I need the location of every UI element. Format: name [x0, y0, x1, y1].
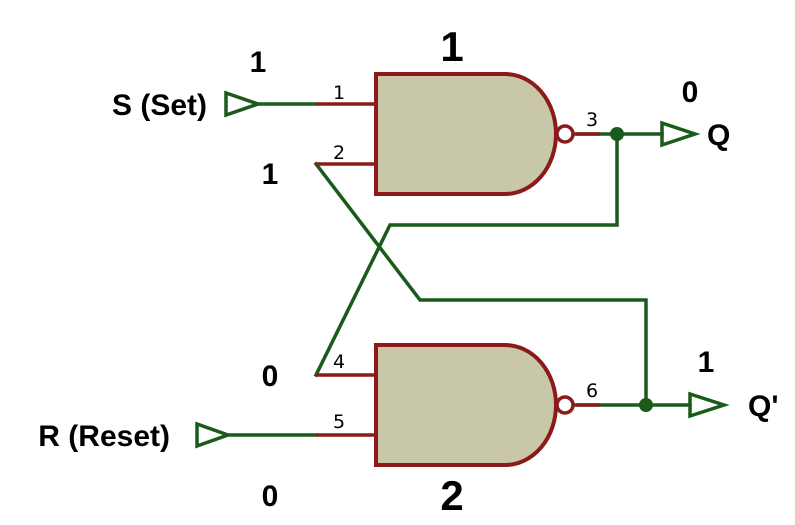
set-input-label: S (Set) — [112, 89, 207, 122]
q-output-value: 0 — [682, 76, 699, 109]
q-output-terminal — [660, 120, 701, 148]
set-input-terminal — [224, 90, 264, 118]
reset-input-value: 0 — [262, 480, 279, 513]
set-input-value: 1 — [250, 46, 267, 79]
q-output-label: Q — [707, 119, 730, 152]
qbar-output-terminal — [688, 391, 730, 419]
gate-1-number: 1 — [440, 23, 463, 70]
pin-number-5: 5 — [333, 411, 345, 433]
qbar-output-value: 1 — [698, 346, 715, 379]
junction-dot-q — [610, 127, 624, 141]
pin-number-3: 3 — [586, 109, 598, 131]
pin-number-6: 6 — [586, 380, 598, 402]
nand-gate-2 — [374, 343, 558, 467]
pin-number-4: 4 — [333, 351, 345, 373]
gate-2-number: 2 — [440, 472, 463, 519]
wire-feedback-q — [313, 132, 619, 378]
gate2-pin4-value: 0 — [262, 360, 279, 393]
gate1-pin2-value: 1 — [262, 158, 279, 191]
gate2-inversion-bubble — [555, 395, 575, 415]
wire-feedback-qbar — [313, 161, 648, 407]
gate1-inversion-bubble — [555, 124, 575, 144]
qbar-output-label: Q' — [748, 390, 778, 423]
reset-input-terminal — [195, 421, 234, 449]
pin-number-1: 1 — [333, 82, 345, 104]
pin-number-2: 2 — [333, 142, 345, 164]
reset-input-label: R (Reset) — [38, 420, 170, 453]
junction-dot-qbar — [639, 398, 653, 412]
nand-gate-1 — [374, 72, 558, 196]
